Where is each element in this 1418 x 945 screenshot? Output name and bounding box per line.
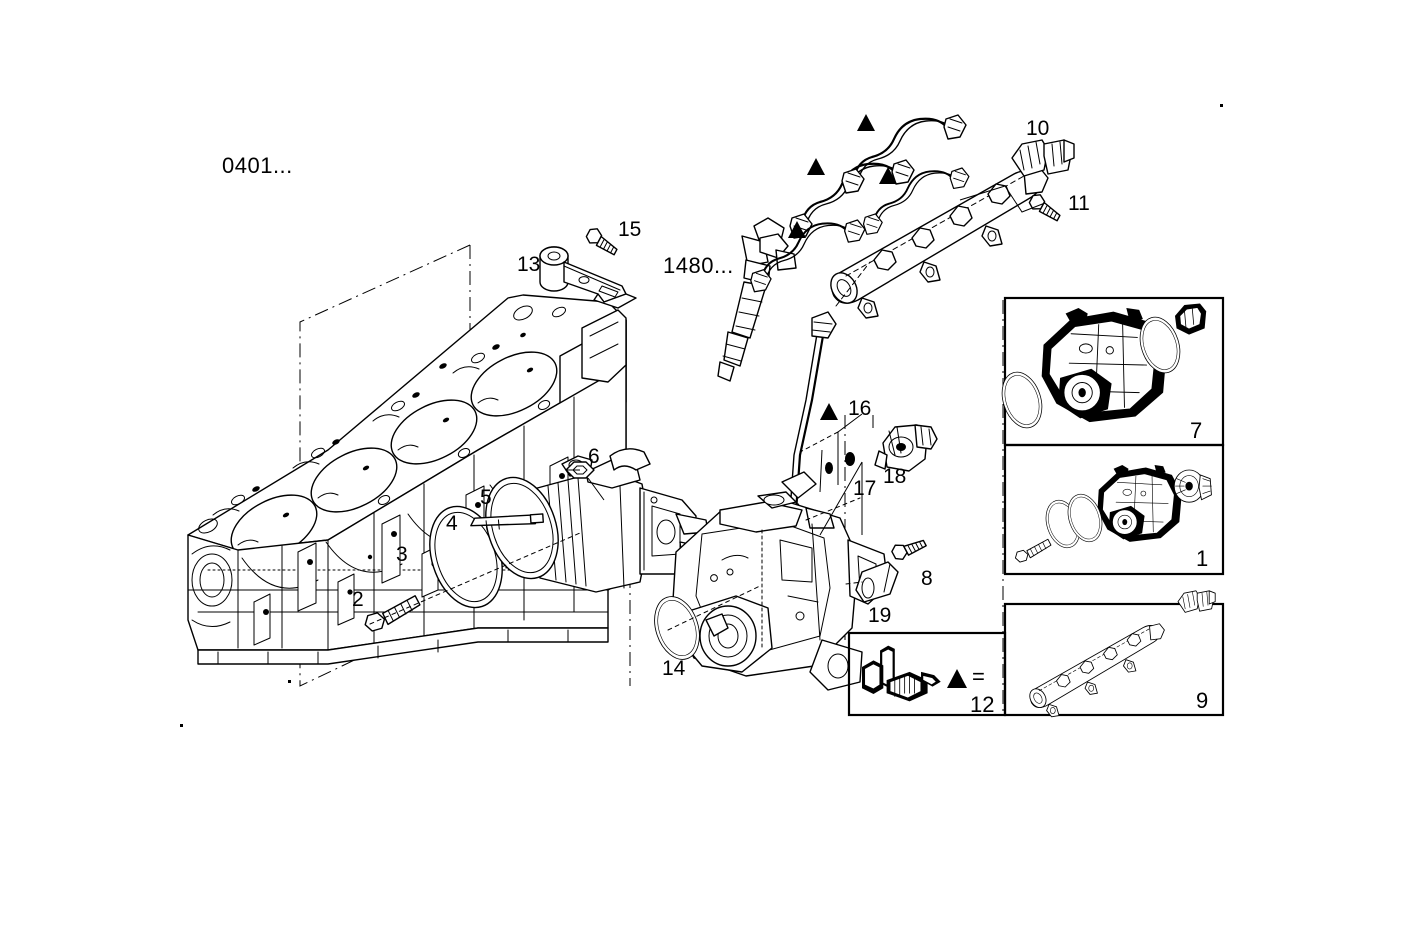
main-pump-illustration bbox=[671, 471, 889, 691]
callout-10: 10 bbox=[1026, 117, 1050, 140]
callout-19: 19 bbox=[868, 604, 892, 627]
inset-1-bolt bbox=[1012, 538, 1054, 564]
lead-line-6b bbox=[587, 477, 605, 501]
inset-box-number-1: 1 bbox=[1196, 546, 1209, 571]
inset-1-pump bbox=[1097, 464, 1183, 543]
inset-1-gear bbox=[1173, 469, 1212, 503]
callout-17: 17 bbox=[853, 477, 877, 500]
callout-11: 11 bbox=[1068, 192, 1090, 215]
inset-box-number-9: 9 bbox=[1196, 688, 1209, 713]
callout-13: 13 bbox=[517, 253, 541, 276]
lead-line-11 bbox=[1004, 185, 1046, 213]
inset-box-number-12: 12 bbox=[970, 692, 995, 717]
callout-8: 8 bbox=[921, 567, 933, 590]
callout-6: 6 bbox=[588, 445, 600, 468]
seal-rings-17 bbox=[825, 452, 855, 474]
assembly-axis-left bbox=[369, 532, 581, 625]
inset-box-12 bbox=[847, 631, 1007, 717]
callout-15: 15 bbox=[618, 218, 642, 241]
callout-14: 14 bbox=[662, 657, 686, 680]
callout-18: 18 bbox=[883, 465, 907, 488]
inset-9-sensor bbox=[1177, 590, 1216, 613]
lead-line-8a bbox=[819, 461, 863, 536]
rail-pressure-sensor-illustration bbox=[1011, 139, 1075, 177]
legend-triangle-icon bbox=[947, 669, 967, 688]
inset-12-special-tool bbox=[861, 645, 942, 702]
group-label-engine-block: 0401... bbox=[222, 153, 293, 178]
inset-9-rail bbox=[1026, 623, 1165, 718]
inset-7-sensor bbox=[1174, 302, 1207, 336]
lead-dash-19 bbox=[845, 581, 863, 585]
bushing-19-illustration bbox=[855, 561, 899, 603]
triangle-markers bbox=[788, 114, 897, 420]
stray-marks bbox=[180, 104, 1223, 727]
group-label-injector-assembly: 1480... bbox=[663, 253, 734, 278]
injector-illustration bbox=[717, 217, 797, 382]
bolt-8-illustration bbox=[889, 531, 928, 563]
lead-line-17 bbox=[837, 413, 863, 485]
legend-equals-sign: = bbox=[972, 664, 985, 689]
lead-dash-17 bbox=[799, 431, 839, 453]
lead-line-17b bbox=[819, 449, 823, 493]
callout-5: 5 bbox=[480, 486, 492, 509]
callout-2: 2 bbox=[352, 588, 364, 611]
inset-box-1 bbox=[1003, 443, 1225, 576]
callout-3: 3 bbox=[396, 543, 408, 566]
lead-dash-18b bbox=[805, 497, 861, 521]
lead-line-11b bbox=[959, 185, 1006, 201]
assembly-axis-pump bbox=[667, 585, 761, 631]
callout-16: 16 bbox=[848, 397, 872, 420]
callout-4: 4 bbox=[446, 512, 458, 535]
bracket-bolt-illustration bbox=[583, 225, 622, 257]
sensor-bolt-illustration bbox=[1026, 191, 1065, 223]
inset-box-number-7: 7 bbox=[1190, 418, 1203, 443]
